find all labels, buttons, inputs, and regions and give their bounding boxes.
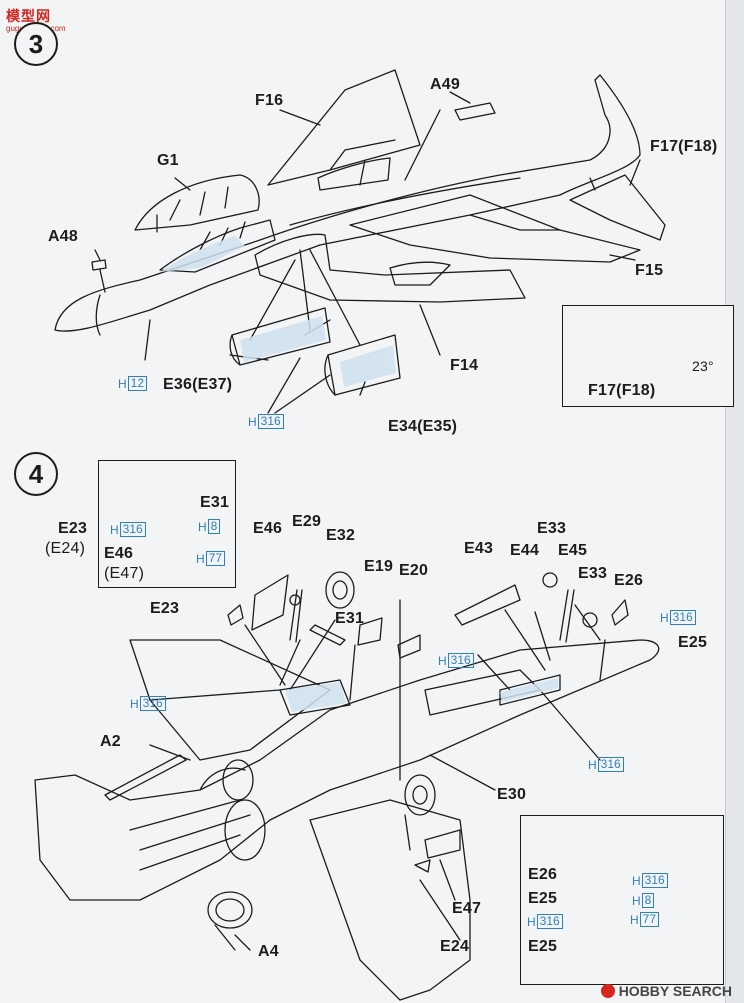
inset-tail-angle bbox=[562, 305, 734, 407]
label-inset2-e25-b: E25 bbox=[528, 938, 558, 955]
watermark-text: HOBBY SEARCH bbox=[618, 983, 732, 999]
label-e36: E36(E37) bbox=[163, 376, 233, 393]
label-e45: E45 bbox=[558, 542, 588, 559]
label-f17: F17(F18) bbox=[650, 138, 718, 155]
label-e47: E47 bbox=[452, 900, 482, 917]
part-a4 bbox=[207, 891, 253, 929]
label-e23: E23 bbox=[150, 600, 180, 617]
hobbysearch-watermark: HOBBY SEARCH bbox=[600, 983, 732, 999]
canopy bbox=[134, 174, 260, 231]
wing-f16 bbox=[267, 69, 421, 186]
label-e32: E32 bbox=[326, 527, 356, 544]
step-number-3: 3 bbox=[14, 22, 58, 66]
part-a2 bbox=[104, 754, 187, 801]
label-e24: E24 bbox=[440, 938, 470, 955]
label-inset-e47: (E47) bbox=[104, 565, 145, 582]
label-e34: E34(E35) bbox=[388, 418, 458, 435]
label-e30: E30 bbox=[497, 786, 527, 803]
inset-nose-gear bbox=[520, 815, 724, 985]
label-inset-e31: E31 bbox=[200, 494, 230, 511]
label-e29: E29 bbox=[292, 513, 322, 530]
label-inset-e24: (E24) bbox=[45, 540, 86, 557]
label-e43: E43 bbox=[464, 540, 494, 557]
label-g1: G1 bbox=[157, 152, 179, 169]
label-f16: F16 bbox=[255, 92, 284, 109]
fuselage-underside bbox=[34, 639, 660, 901]
label-a2: A2 bbox=[100, 733, 121, 750]
label-e33-top: E33 bbox=[537, 520, 567, 537]
wing-f15 bbox=[349, 194, 641, 263]
label-e26: E26 bbox=[614, 572, 644, 589]
wing-lower-right bbox=[309, 799, 471, 1001]
label-e20: E20 bbox=[399, 562, 429, 579]
panel-e36 bbox=[231, 307, 331, 366]
label-e25: E25 bbox=[678, 634, 708, 651]
step-number-4: 4 bbox=[14, 452, 58, 496]
label-e19: E19 bbox=[364, 558, 394, 575]
label-a49: A49 bbox=[430, 76, 460, 93]
inset-main-gear bbox=[98, 460, 236, 588]
label-f14: F14 bbox=[450, 357, 479, 374]
wing-f14 bbox=[254, 233, 526, 303]
label-f15: F15 bbox=[635, 262, 664, 279]
page-edge bbox=[725, 0, 744, 1003]
panel-e34 bbox=[327, 334, 401, 396]
label-inset-e23: E23 bbox=[58, 520, 88, 537]
label-e31: E31 bbox=[335, 610, 365, 627]
label-e46: E46 bbox=[253, 520, 283, 537]
label-inset2-e25: E25 bbox=[528, 890, 558, 907]
label-inset2-e26: E26 bbox=[528, 866, 558, 883]
label-inset-e46: E46 bbox=[104, 545, 134, 562]
label-a4: A4 bbox=[258, 943, 279, 960]
label-e44: E44 bbox=[510, 542, 540, 559]
label-e33-right: E33 bbox=[578, 565, 608, 582]
label-angle: 23° bbox=[692, 358, 714, 374]
label-inset-f17: F17(F18) bbox=[588, 382, 656, 399]
watermark-logo-icon bbox=[600, 984, 615, 998]
tail-f17 bbox=[569, 174, 666, 241]
label-a48: A48 bbox=[48, 228, 78, 245]
logo-text: 模型网 bbox=[6, 8, 51, 24]
fuselage-outline bbox=[54, 74, 641, 332]
